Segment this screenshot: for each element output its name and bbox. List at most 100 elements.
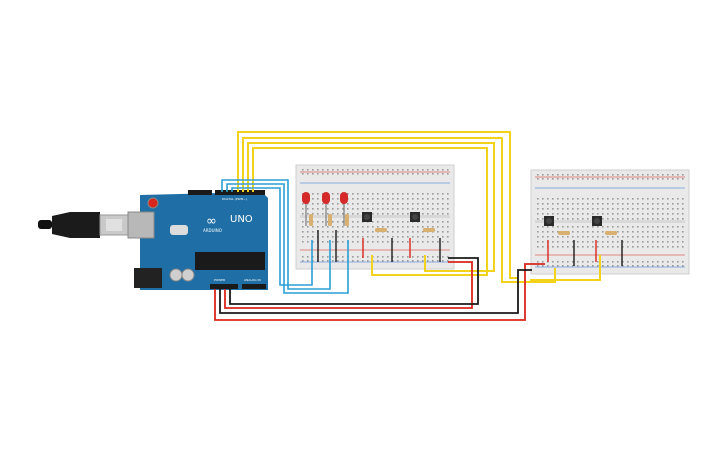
breadboard-hole — [602, 174, 604, 176]
breadboard-hole — [447, 203, 449, 205]
resistor-5[interactable] — [423, 228, 435, 232]
usb-cable[interactable] — [38, 212, 129, 238]
led-1[interactable] — [302, 192, 310, 226]
breadboard-hole — [302, 173, 304, 175]
led-2-body — [322, 192, 330, 204]
breadboard-hole — [582, 203, 584, 205]
breadboard-hole — [307, 241, 309, 243]
breadboard-hole — [602, 246, 604, 248]
breadboard-hole — [397, 208, 399, 210]
breadboard-hole — [672, 178, 674, 180]
blue-wire-2[interactable] — [226, 183, 349, 294]
breadboard-hole — [552, 261, 554, 263]
resistors[interactable] — [309, 214, 617, 235]
breadboard-hole — [557, 226, 559, 228]
breadboard-hole — [587, 246, 589, 248]
breadboard-hole — [577, 226, 579, 228]
yellow-wire-4[interactable] — [252, 147, 488, 276]
breadboard-hole — [607, 265, 609, 267]
arduino-uno-board[interactable]: ∞ UNO ARDUINO DIGITAL (PWM~) POWER ANALO… — [127, 190, 268, 290]
leds[interactable] — [302, 192, 348, 226]
breadboard-hole — [587, 178, 589, 180]
breadboard-1[interactable] — [295, 164, 455, 270]
red-wire-1[interactable] — [214, 263, 545, 321]
pushbutton-1[interactable] — [362, 212, 372, 222]
breadboard-hole — [537, 236, 539, 238]
pushbutton-4[interactable] — [592, 216, 602, 226]
blue-wire-3[interactable] — [231, 187, 313, 286]
pushbutton-3[interactable] — [544, 216, 554, 226]
breadboard-hole — [417, 236, 419, 238]
led-3[interactable] — [340, 192, 348, 226]
breadboard-hole — [352, 226, 354, 228]
breadboard-hole — [637, 198, 639, 200]
breadboard-hole — [332, 221, 334, 223]
breadboard-hole — [677, 174, 679, 176]
breadboard-hole — [597, 178, 599, 180]
breadboard-hole — [387, 236, 389, 238]
breadboard-hole — [442, 173, 444, 175]
pushbuttons[interactable] — [362, 212, 602, 226]
resistor-4[interactable] — [375, 228, 387, 232]
breadboard-hole — [637, 261, 639, 263]
breadboard-hole — [627, 203, 629, 205]
breadboard-hole — [682, 198, 684, 200]
breadboard-hole — [442, 198, 444, 200]
breadboard-hole — [427, 208, 429, 210]
breadboard-hole — [432, 221, 434, 223]
resistor-3[interactable] — [345, 214, 349, 226]
breadboard-hole — [637, 208, 639, 210]
breadboard-hole — [357, 256, 359, 258]
breadboard-hole — [327, 203, 329, 205]
yellow-wire-5[interactable] — [530, 255, 601, 281]
breadboard-hole — [432, 169, 434, 171]
breadboard-hole — [567, 198, 569, 200]
breadboard-hole — [447, 221, 449, 223]
power-wires[interactable] — [214, 257, 545, 321]
resistor-2[interactable] — [328, 214, 332, 226]
yellow-wire-3[interactable] — [247, 142, 495, 272]
breadboard-hole — [557, 246, 559, 248]
black-wire-1[interactable] — [219, 269, 532, 314]
breadboard-2[interactable] — [530, 169, 690, 275]
resistor-6[interactable] — [558, 231, 570, 235]
breadboard-hole — [342, 221, 344, 223]
breadboard-hole — [397, 236, 399, 238]
breadboard-hole — [422, 260, 424, 262]
breadboard-hole — [632, 208, 634, 210]
breadboard-hole — [612, 265, 614, 267]
reset-button[interactable] — [147, 197, 159, 209]
led-1-body — [302, 192, 310, 204]
blue-wires[interactable] — [221, 179, 349, 294]
breadboard-hole — [587, 236, 589, 238]
breadboard-hole — [327, 213, 329, 215]
breadboard-hole — [637, 213, 639, 215]
breadboard-hole — [352, 203, 354, 205]
breadboard-hole — [332, 198, 334, 200]
breadboard-hole — [447, 173, 449, 175]
yellow-wire-1[interactable] — [237, 131, 518, 279]
led-2[interactable] — [322, 192, 330, 226]
yellow-wires[interactable] — [237, 131, 601, 283]
breadboard-hole — [407, 231, 409, 233]
blue-wire-1[interactable] — [221, 179, 331, 290]
breadboard-hole — [437, 260, 439, 262]
breadboard-hole — [307, 213, 309, 215]
breadboard-hole — [437, 173, 439, 175]
pushbutton-2[interactable] — [410, 212, 420, 222]
breadboard-hole — [547, 226, 549, 228]
breadboard-hole — [632, 178, 634, 180]
breadboard-hole — [677, 265, 679, 267]
breadboard-hole — [372, 231, 374, 233]
breadboard-hole — [637, 236, 639, 238]
breadboard-hole — [587, 226, 589, 228]
resistor-7[interactable] — [605, 231, 617, 235]
breadboard-hole — [332, 173, 334, 175]
breadboard-hole — [672, 226, 674, 228]
black-wire-2[interactable] — [229, 257, 479, 305]
breadboard-hole — [422, 226, 424, 228]
resistor-1[interactable] — [309, 214, 313, 226]
breadboard-hole — [367, 231, 369, 233]
breadboard-hole — [412, 208, 414, 210]
red-wire-2[interactable] — [224, 261, 473, 309]
